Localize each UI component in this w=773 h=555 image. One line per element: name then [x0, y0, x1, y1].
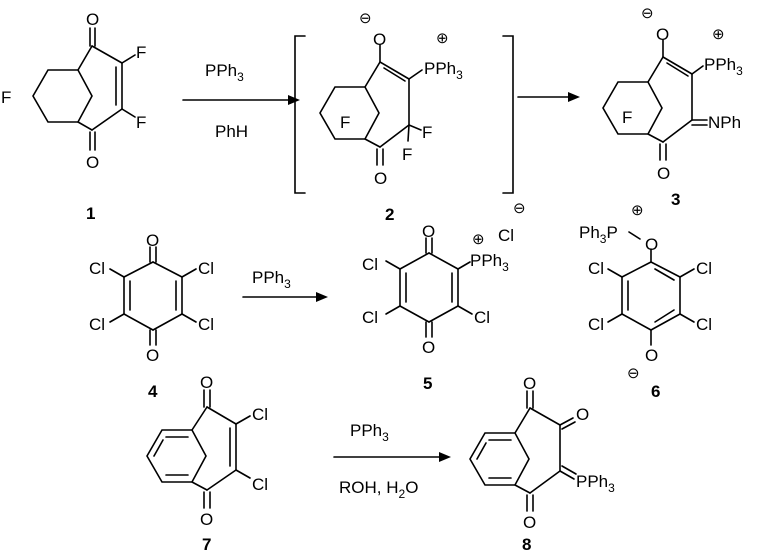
reaction-arrow-2 [517, 92, 580, 102]
compound-4-oxygen-bottom: O [146, 346, 159, 365]
compound-3-carbonyl-oxygen: O [657, 164, 670, 183]
compound-2-minus-charge: ⊖ [359, 10, 372, 27]
compound-3-phosphonium: PPh3 [704, 55, 743, 78]
compound-8-oxygen-right: O [576, 405, 589, 424]
compound-5-oxygen-top: O [422, 222, 435, 241]
reaction-arrow-4: PPh3 ROH, H2O [333, 421, 451, 501]
compound-5-oxygen-bottom: O [422, 338, 435, 357]
compound-4-oxygen-top: O [146, 231, 159, 250]
compound-4-chlorine-bottom-right: Cl [198, 315, 214, 334]
compound-7-bonds [146, 389, 251, 509]
compound-6-minus-charge: ⊖ [627, 365, 640, 382]
compound-5-chlorine-bottom-left: Cl [362, 308, 378, 327]
compound-5-bonds [385, 237, 473, 338]
compound-3-plus-charge: ⊕ [712, 26, 725, 43]
compound-6-chlorine-bottom-right: Cl [696, 315, 712, 334]
reaction-arrow-3: PPh3 [242, 268, 328, 302]
compound-4-bonds [109, 246, 197, 346]
compound-2: F O ⊖ ⊕ PPh3 F F O 2 [294, 10, 514, 224]
reaction-2-reagent: PPh3 [252, 268, 291, 291]
compound-5-chlorine-bottom-right: Cl [474, 308, 490, 327]
compound-3-imine: NPh [708, 113, 741, 132]
compound-5-plus-charge: ⊕ [472, 231, 485, 248]
compound-5-chlorine-top-left: Cl [362, 255, 378, 274]
compound-3-ring-label: F [622, 108, 632, 127]
compound-2-bonds [319, 44, 423, 166]
compound-7-number: 7 [202, 535, 211, 554]
compound-2-brackets [294, 35, 514, 194]
reaction-arrow-1: PPh3 PhH [182, 61, 300, 141]
compound-8-bonds [469, 390, 577, 512]
compound-2-fluorine-right: F [422, 123, 432, 142]
compound-1: F O O F F 1 [1, 10, 146, 223]
compound-7-chlorine-bottom: Cl [252, 475, 268, 494]
compound-5-counterion: Cl [498, 226, 514, 245]
compound-5-phosphonium: PPh3 [470, 251, 509, 274]
reaction-1-reagent: PPh3 [205, 61, 244, 84]
compound-2-ring-label: F [340, 113, 350, 132]
compound-1-fluorine-top: F [136, 43, 146, 62]
compound-2-number: 2 [385, 205, 394, 224]
compound-1-fluorine-bottom: F [136, 113, 146, 132]
compound-4-chlorine-bottom-left: Cl [89, 315, 105, 334]
compound-4-chlorine-top-right: Cl [198, 259, 214, 278]
compound-2-fluorine-bottom: F [402, 145, 412, 164]
compound-3-bonds [602, 39, 708, 161]
compound-6: Ph3P ⊕ O Cl Cl Cl Cl O ⊖ 6 [579, 202, 712, 401]
compound-1-bonds [32, 27, 136, 151]
compound-2-phosphonium: PPh3 [424, 59, 463, 82]
compound-2-oxide-oxygen: O [373, 30, 386, 49]
compound-3-minus-charge: ⊖ [641, 5, 654, 22]
compound-1-oxygen-bottom: O [86, 153, 99, 172]
compound-2-carbonyl-oxygen: O [374, 169, 387, 188]
compound-6-chlorine-top-right: Cl [696, 259, 712, 278]
compound-3-number: 3 [671, 190, 680, 209]
compound-8: O O O PPh3 8 [469, 374, 615, 554]
compound-6-chlorine-top-left: Cl [588, 259, 604, 278]
compound-7: O O Cl Cl 7 [146, 373, 268, 554]
reaction-3-reagent: PPh3 [350, 421, 389, 444]
compound-6-number: 6 [651, 382, 660, 401]
compound-6-oxide-oxygen: O [645, 346, 658, 365]
compound-3: F O ⊖ ⊕ PPh3 NPh O 3 [602, 5, 743, 209]
reaction-1-solvent: PhH [215, 122, 248, 141]
compound-1-oxygen-top: O [86, 10, 99, 29]
compound-1-number: 1 [86, 204, 95, 223]
compound-7-oxygen-top: O [200, 373, 213, 392]
compound-1-ring-label: F [1, 88, 11, 107]
compound-6-triphenylphosphonium: Ph3P [579, 223, 618, 246]
compound-5-number: 5 [423, 374, 432, 393]
compound-5-minus-charge: ⊖ [513, 200, 526, 217]
compound-3-oxide-oxygen: O [656, 25, 669, 44]
compound-5: O O ⊕ PPh3 Cl ⊖ Cl Cl Cl 5 [362, 200, 526, 393]
compound-8-oxygen-top: O [523, 374, 536, 393]
compound-6-plus-charge: ⊕ [631, 202, 644, 219]
compound-8-number: 8 [522, 535, 531, 554]
compound-4: O O Cl Cl Cl Cl 4 [89, 231, 214, 401]
compound-8-ylide: PPh3 [576, 472, 615, 495]
compound-2-plus-charge: ⊕ [436, 30, 449, 47]
compound-4-number: 4 [148, 382, 158, 401]
compound-4-chlorine-top-left: Cl [89, 259, 105, 278]
compound-6-chlorine-bottom-left: Cl [588, 315, 604, 334]
compound-7-chlorine-top: Cl [252, 405, 268, 424]
compound-6-bonds [607, 231, 695, 346]
reaction-3-conditions: ROH, H2O [339, 478, 418, 501]
compound-7-oxygen-bottom: O [200, 510, 213, 529]
compound-6-ether-oxygen: O [645, 235, 658, 254]
compound-8-oxygen-bottom: O [523, 513, 536, 532]
